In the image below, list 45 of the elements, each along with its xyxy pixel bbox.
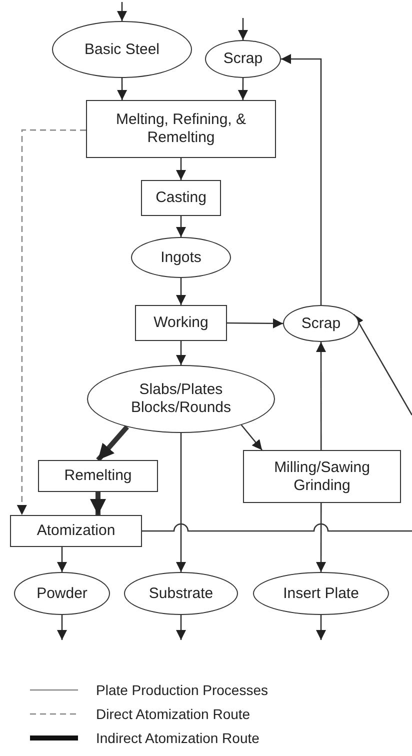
arrow [316, 615, 326, 640]
legend-text: Indirect Atomization Route [96, 730, 260, 746]
arrow [57, 615, 67, 640]
arrow [90, 492, 106, 515]
process-box [86, 100, 276, 158]
node-label: Atomization [36, 522, 116, 540]
legend-text: Plate Production Processes [96, 682, 268, 698]
legend-text: Direct Atomization Route [96, 706, 250, 722]
arrow [176, 433, 186, 572]
node-label: Scrap [301, 314, 341, 332]
arrow [281, 54, 322, 305]
arrow [176, 278, 186, 305]
arrow [176, 158, 186, 180]
arrow [117, 78, 128, 100]
node-label: Ingots [160, 248, 202, 266]
arrow [176, 216, 186, 237]
arrow [176, 615, 186, 640]
arrow [238, 78, 248, 100]
node-label: Remelting [64, 467, 132, 485]
node-label: Working [154, 314, 208, 332]
node-label: Substrate [148, 584, 214, 602]
node-label: Melting, Refining, & Remelting [114, 111, 248, 147]
arrow [96, 425, 129, 462]
node-label: Powder [36, 584, 88, 602]
arrow [316, 342, 326, 450]
node-label: Slabs/Plates Blocks/Rounds [130, 381, 232, 417]
process-box [10, 515, 142, 547]
arrow [316, 503, 326, 572]
process-box [243, 450, 401, 503]
node-label: Casting [156, 189, 206, 207]
node-label: Scrap [223, 50, 263, 68]
connector-line [142, 523, 412, 532]
arrow [227, 318, 283, 328]
node-label: Insert Plate [283, 584, 359, 602]
arrow [57, 547, 67, 572]
arrow [238, 18, 248, 40]
arrow [117, 2, 127, 21]
node-label: Milling/Sawing Grinding [273, 458, 371, 494]
node-label: Basic Steel [84, 40, 160, 58]
process-box [38, 460, 158, 492]
arrow [16, 129, 86, 515]
arrow [176, 341, 186, 365]
process-box [135, 305, 227, 341]
arrow [240, 424, 262, 450]
process-box [141, 180, 221, 216]
